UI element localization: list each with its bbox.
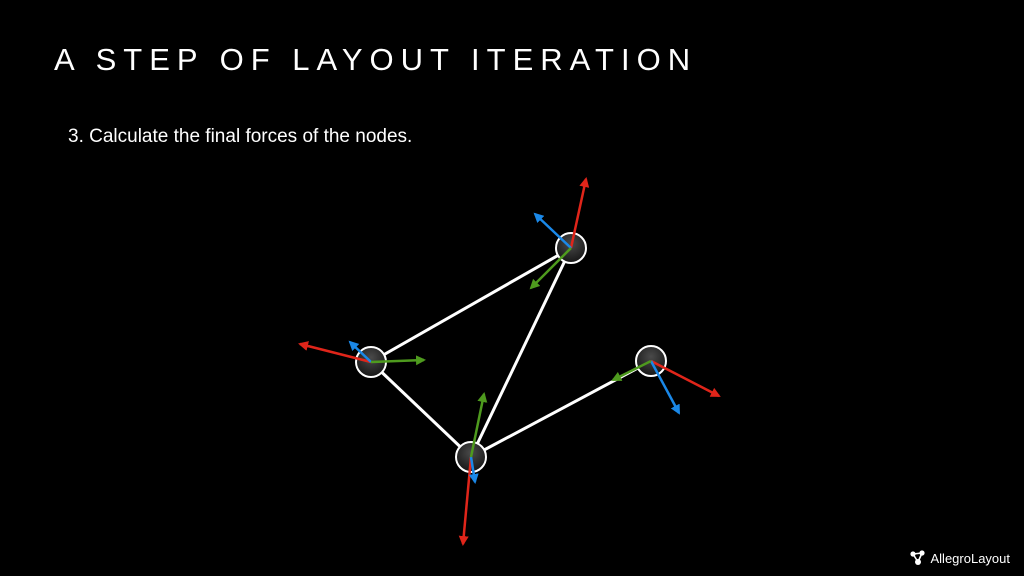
edge-top-bottom (469, 247, 573, 458)
force-arrow-blue (533, 212, 572, 249)
brand: AllegroLayout (909, 549, 1011, 567)
force-arrow-green (370, 355, 426, 366)
edge-left-bottom (369, 360, 473, 459)
force-arrow-blue (468, 456, 479, 484)
force-arrow-red (298, 341, 372, 364)
force-arrow-green (529, 247, 572, 290)
edge-left-top (370, 246, 572, 364)
forces-node-top (529, 177, 590, 290)
force-arrow-red (458, 456, 473, 546)
force-arrow-blue (348, 340, 372, 363)
edges (369, 246, 652, 459)
slide-text: 3. Calculate the final forces of the nod… (68, 126, 413, 147)
force-arrow-blue (649, 360, 681, 415)
brand-name: AllegroLayout (930, 550, 1011, 566)
force-arrow-green (611, 359, 652, 382)
force-arrow-green (469, 392, 488, 458)
slide-title: A STEP OF LAYOUT ITERATION (54, 42, 698, 77)
forces-node-right (611, 359, 721, 415)
force-arrow-red (569, 177, 590, 249)
forces-node-left (298, 340, 426, 366)
forces-node-bottom (458, 392, 488, 546)
nodes (355, 232, 667, 473)
force-arrow-red (650, 359, 721, 398)
allegro-logo-icon (909, 549, 927, 567)
